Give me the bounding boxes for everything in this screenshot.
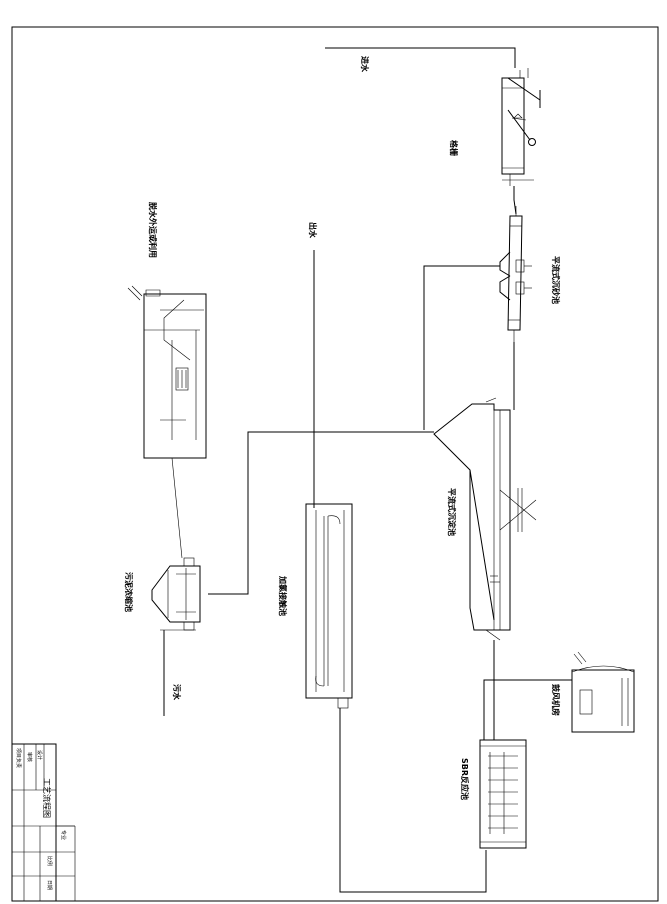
chlorine-contact-label: 加氯接触池: [278, 575, 288, 616]
pipe-sedimentation-to-thickener: [208, 431, 434, 595]
title-block-scale: 比例: [46, 856, 53, 866]
title-block-project-leader: 项目负责: [15, 748, 22, 768]
drawing-frame: [11, 26, 659, 902]
sbr-diffusers: [488, 752, 518, 834]
grit-chamber-label: 平流式沉砂池: [551, 256, 561, 304]
air-pipe-blower-to-sbr: [483, 679, 572, 740]
title-block-drawing-title: 工艺流程图: [42, 778, 52, 818]
sludge-disposal-label: 脱水外运或利用: [148, 202, 158, 258]
title-block-date: 日期: [46, 880, 52, 890]
sludge-label: 污水: [172, 684, 182, 701]
sedimentation-label: 平流式沉淀池: [447, 488, 457, 536]
sbr-label: SBR反应池: [460, 758, 470, 800]
inlet-label: 进水: [360, 56, 370, 73]
sludge-thickener-label: 污泥浓缩池: [124, 572, 134, 612]
sbr-reactor-unit: SBR反应池: [460, 739, 527, 849]
pipe-dewatering-to-thickener: [171, 457, 183, 559]
effluent-label: 出水: [308, 222, 318, 239]
title-block-design: 设计: [36, 750, 43, 760]
pipe-sbr-to-chlorine: [339, 708, 487, 893]
title-block-discipline: 专业: [60, 830, 67, 840]
grit-chamber-unit: 平流式沉砂池: [499, 206, 561, 342]
title-block-check: 审核: [26, 752, 33, 762]
blower-room-unit: 鼓风机房: [551, 651, 635, 733]
sedimentation-tank: 平流式沉淀池: [433, 397, 537, 641]
sludge-thickener-unit: 污泥浓缩池: [124, 557, 201, 631]
pipe-screen-to-grit: [513, 186, 517, 215]
effluent-pipe: 出水: [308, 222, 318, 508]
screen-label: 格栅: [449, 140, 459, 156]
screen-unit: 格栅: [449, 68, 541, 186]
sludge-dewatering-unit: 脱水外运或利用: [127, 202, 207, 459]
blower-room-label: 鼓风机房: [551, 684, 561, 716]
title-block: 项目负责 审核 设计 工艺流程图 专业 比例 日期: [11, 743, 76, 902]
chlorine-contact-tank: 加氯接触池: [278, 503, 353, 709]
inlet-pipe: 进水: [325, 47, 516, 73]
pipe-grit-sludge: [423, 265, 500, 430]
